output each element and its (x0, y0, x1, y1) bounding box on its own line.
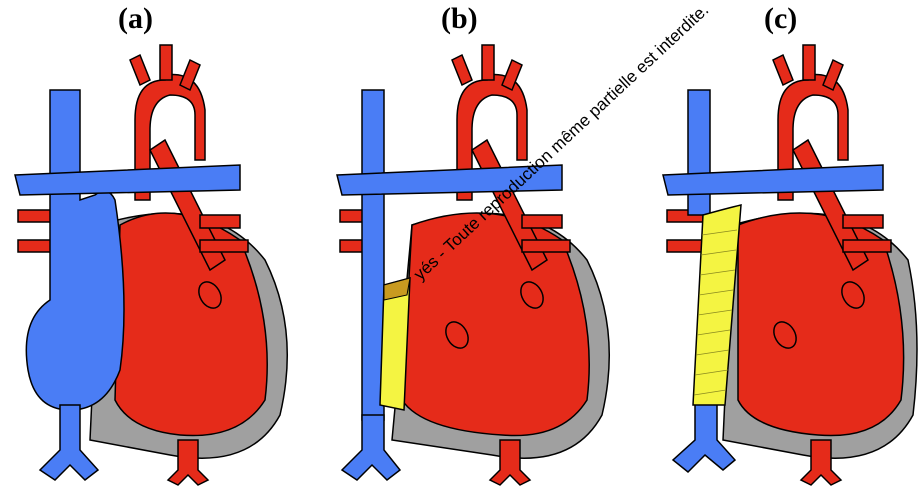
vena-cava-icon (688, 90, 710, 215)
heart-diagram-b (322, 0, 622, 495)
heart-diagram-a (0, 0, 300, 495)
heart-diagram-c (643, 0, 924, 495)
